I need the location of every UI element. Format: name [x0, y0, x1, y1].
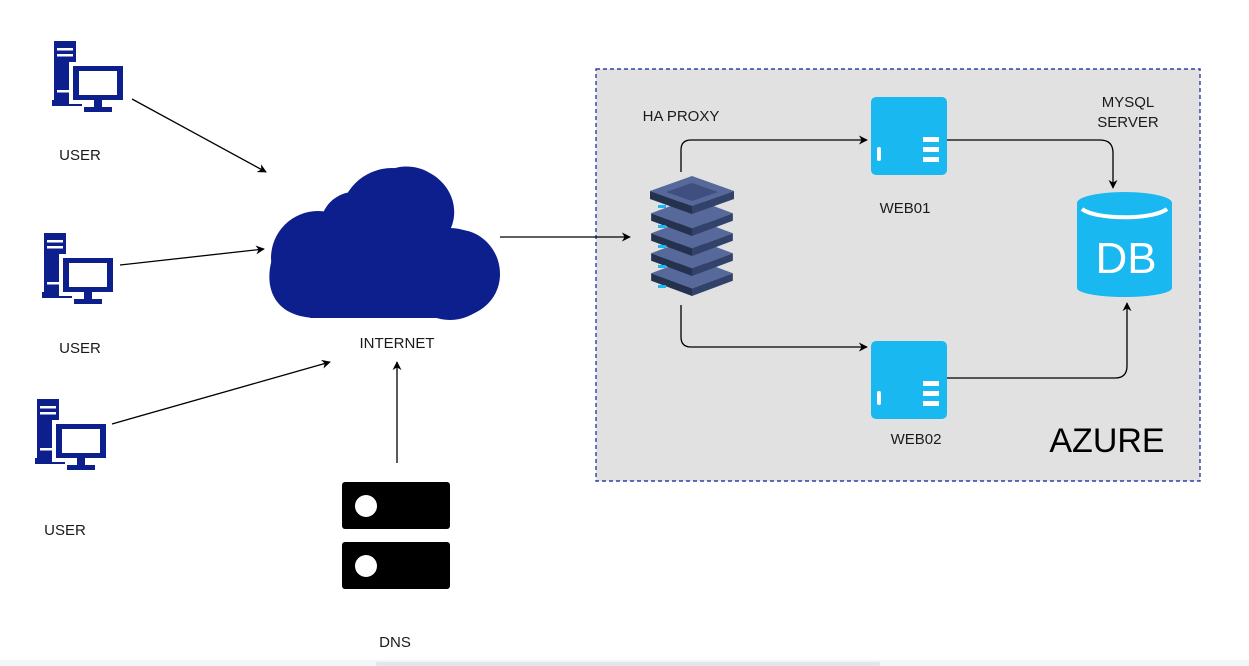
user3-label: USER [44, 522, 86, 539]
user2-label: USER [59, 340, 101, 357]
node-haproxy: HA PROXY [643, 108, 734, 296]
web02-label: WEB02 [891, 431, 942, 448]
node-web01: WEB01 [871, 97, 947, 217]
mysql-label-line1: MYSQL [1102, 94, 1155, 111]
dns-label: DNS [379, 634, 411, 651]
node-user1: USER [52, 41, 127, 164]
edge-user3-internet [111, 359, 331, 425]
haproxy-label: HA PROXY [643, 108, 720, 125]
mysql-label-line2: SERVER [1097, 114, 1159, 131]
web01-label: WEB01 [880, 200, 931, 217]
server-stack-icon [650, 176, 734, 296]
node-web02: WEB02 [871, 341, 947, 448]
workstation-icon [35, 399, 110, 470]
db-icon-text: DB [1095, 234, 1156, 283]
edge-haproxy-web01 [680, 135, 868, 172]
edge-haproxy-web02 [680, 305, 868, 352]
node-user2: USER [42, 233, 117, 357]
web-server-icon [871, 341, 947, 419]
database-icon: DB [1077, 192, 1172, 297]
workstation-icon [42, 233, 117, 304]
workstation-icon [52, 41, 127, 112]
internet-label: INTERNET [360, 335, 435, 352]
node-mysql: DB MYSQL SERVER [1077, 94, 1172, 297]
dns-server-icon [342, 482, 450, 589]
edges [111, 98, 1132, 463]
azure-label: AZURE [1049, 422, 1164, 460]
cloud-icon [269, 166, 500, 320]
node-internet: INTERNET [269, 166, 500, 352]
horizontal-scrollbar[interactable] [376, 662, 880, 666]
edge-web02-mysql [947, 302, 1132, 379]
node-user3: USER [35, 399, 110, 539]
node-dns: DNS [342, 482, 450, 651]
edge-web01-mysql [947, 139, 1118, 189]
user1-label: USER [59, 147, 101, 164]
edge-user1-internet [131, 98, 267, 173]
edge-user2-internet [119, 245, 265, 266]
web-server-icon [871, 97, 947, 175]
